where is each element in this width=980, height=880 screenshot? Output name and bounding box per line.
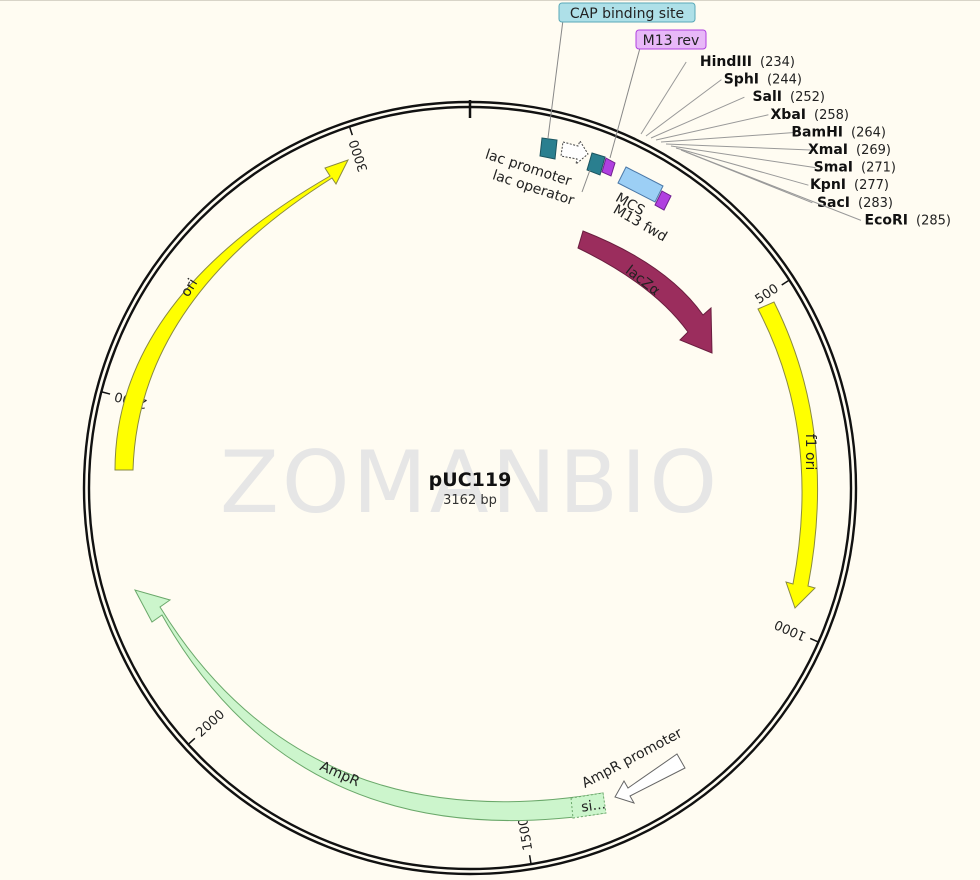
site-name-KpnI: KpnI xyxy=(810,177,846,193)
lac-operator-leader xyxy=(581,169,591,193)
tick-mark-2000 xyxy=(187,737,196,745)
cap-callout-box xyxy=(558,2,696,23)
site-name-SalI: SalI xyxy=(752,89,782,105)
m13rev-callout[interactable]: M13 rev xyxy=(635,29,707,50)
ori-arrow xyxy=(114,159,349,471)
signal-label: si... xyxy=(580,796,607,815)
site-name-XmaI: XmaI xyxy=(808,142,848,158)
tick-label-3000: 3000 xyxy=(347,137,372,173)
AmpR-arrow xyxy=(134,589,606,822)
CAP-box xyxy=(539,137,558,160)
feature-lacZa[interactable]: lacZα xyxy=(577,230,713,354)
tick-mark-2500 xyxy=(101,391,111,395)
plasmid-name: pUC119 xyxy=(429,469,512,491)
cap-leader xyxy=(547,19,564,139)
cap-callout-label: CAP binding site xyxy=(570,6,684,22)
AmpR-promoter-arrow xyxy=(614,753,686,804)
feature-M13-rev[interactable] xyxy=(601,157,616,177)
site-leader-KpnI xyxy=(675,147,809,186)
lac-promoter-arrow xyxy=(560,139,589,166)
plasmid-size: 3162 bp xyxy=(443,493,497,508)
site-name-HindIII: HindIII xyxy=(700,54,752,70)
MCS-box xyxy=(617,166,664,203)
feature-f1-ori[interactable]: f1 ori xyxy=(757,301,819,609)
site-leader-XmaI xyxy=(665,143,811,151)
site-leader-SalI xyxy=(650,96,745,139)
site-pos-SacI: (283) xyxy=(858,196,893,211)
f1-ori-arrow xyxy=(757,301,819,609)
site-name-XbaI: XbaI xyxy=(771,107,806,123)
site-pos-EcoRI: (285) xyxy=(916,213,951,228)
m13rev-callout-label: M13 rev xyxy=(643,33,700,49)
tick-mark-3000 xyxy=(348,126,354,136)
site-pos-SalI: (252) xyxy=(790,90,825,105)
site-name-EcoRI: EcoRI xyxy=(865,212,908,228)
m13rev-callout-box xyxy=(635,29,707,50)
site-pos-KpnI: (277) xyxy=(854,178,889,193)
site-pos-XmaI: (269) xyxy=(856,143,891,158)
site-name-SmaI: SmaI xyxy=(814,160,853,176)
site-pos-SphI: (244) xyxy=(767,73,802,88)
site-pos-XbaI: (258) xyxy=(814,108,849,123)
feature-ori[interactable]: ori xyxy=(114,159,349,471)
m13rev-leader xyxy=(609,47,641,159)
site-leader-BamHI xyxy=(660,131,797,143)
site-leader-SmaI xyxy=(670,145,816,169)
tick-label-2000: 2000 xyxy=(193,707,228,740)
lacZa-arrow xyxy=(577,230,713,354)
site-name-SphI: SphI xyxy=(724,72,759,88)
feature-CAP-binding-site[interactable] xyxy=(539,137,558,160)
cap-callout[interactable]: CAP binding site xyxy=(558,2,696,23)
site-pos-SmaI: (271) xyxy=(861,161,896,176)
site-pos-BamHI: (264) xyxy=(851,125,886,140)
lac-operator-box xyxy=(586,152,606,176)
site-name-BamHI: BamHI xyxy=(791,124,843,140)
tick-mark-500 xyxy=(781,279,790,286)
feature-AmpR[interactable]: AmpR xyxy=(134,589,606,822)
site-leader-HindIII xyxy=(640,61,687,135)
signal-box xyxy=(570,792,607,819)
tick-label-1000: 1000 xyxy=(772,616,808,643)
watermark: ZOMANBIO xyxy=(220,433,720,533)
site-leader-EcoRI xyxy=(685,151,862,221)
site-name-SacI: SacI xyxy=(817,195,850,211)
tick-mark-1500 xyxy=(528,855,532,865)
M13fwd-arrow xyxy=(654,190,672,211)
tick-label-1500: 1500 xyxy=(516,816,536,851)
tick-mark-1000 xyxy=(809,637,819,643)
f1-ori-label: f1 ori xyxy=(802,434,818,471)
M13rev-arrow xyxy=(601,157,616,177)
AmpR-promoter-label: AmpR promoter xyxy=(579,725,685,791)
site-pos-HindIII: (234) xyxy=(760,55,795,70)
site-leader-XbaI xyxy=(655,114,769,141)
site-leader-SphI xyxy=(645,79,722,137)
tick-label-500: 500 xyxy=(753,281,782,307)
top-border xyxy=(0,0,980,1)
feature-AmpR-promoter[interactable]: AmpR promoter xyxy=(579,725,686,804)
restriction-sites: HindIII (234)SphI (244)SalI (252) XbaI (258)B… xyxy=(640,54,951,228)
feature-signal-sequence[interactable]: si... xyxy=(570,792,607,819)
